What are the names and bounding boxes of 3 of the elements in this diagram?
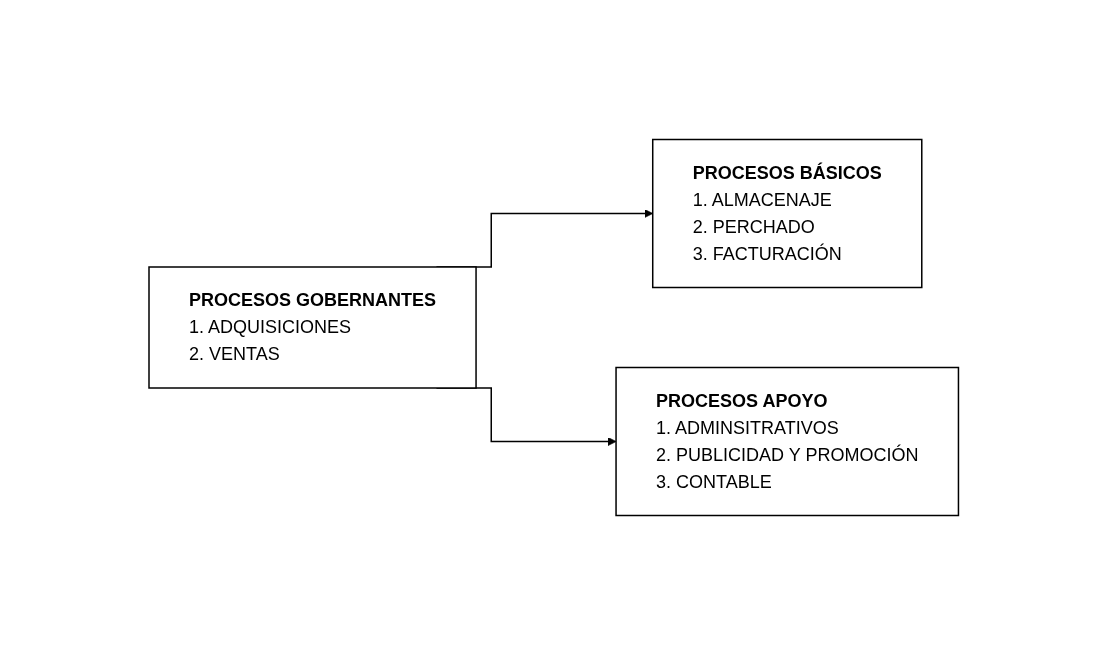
node-box: PROCESOS APOYO 1. ADMINSITRATIVOS 2. PUBLICIDAD Y PROMOCIÓN 3. CONTABLE [615, 366, 960, 517]
node-box: PROCESOS GOBERNANTES 1. ADQUISICIONES 2. VENTAS [148, 266, 478, 389]
node-box: PROCESOS BÁSICOS 1. ALMACENAJE 2. PERCHADO 3. FACTURACIÓN [652, 138, 923, 289]
